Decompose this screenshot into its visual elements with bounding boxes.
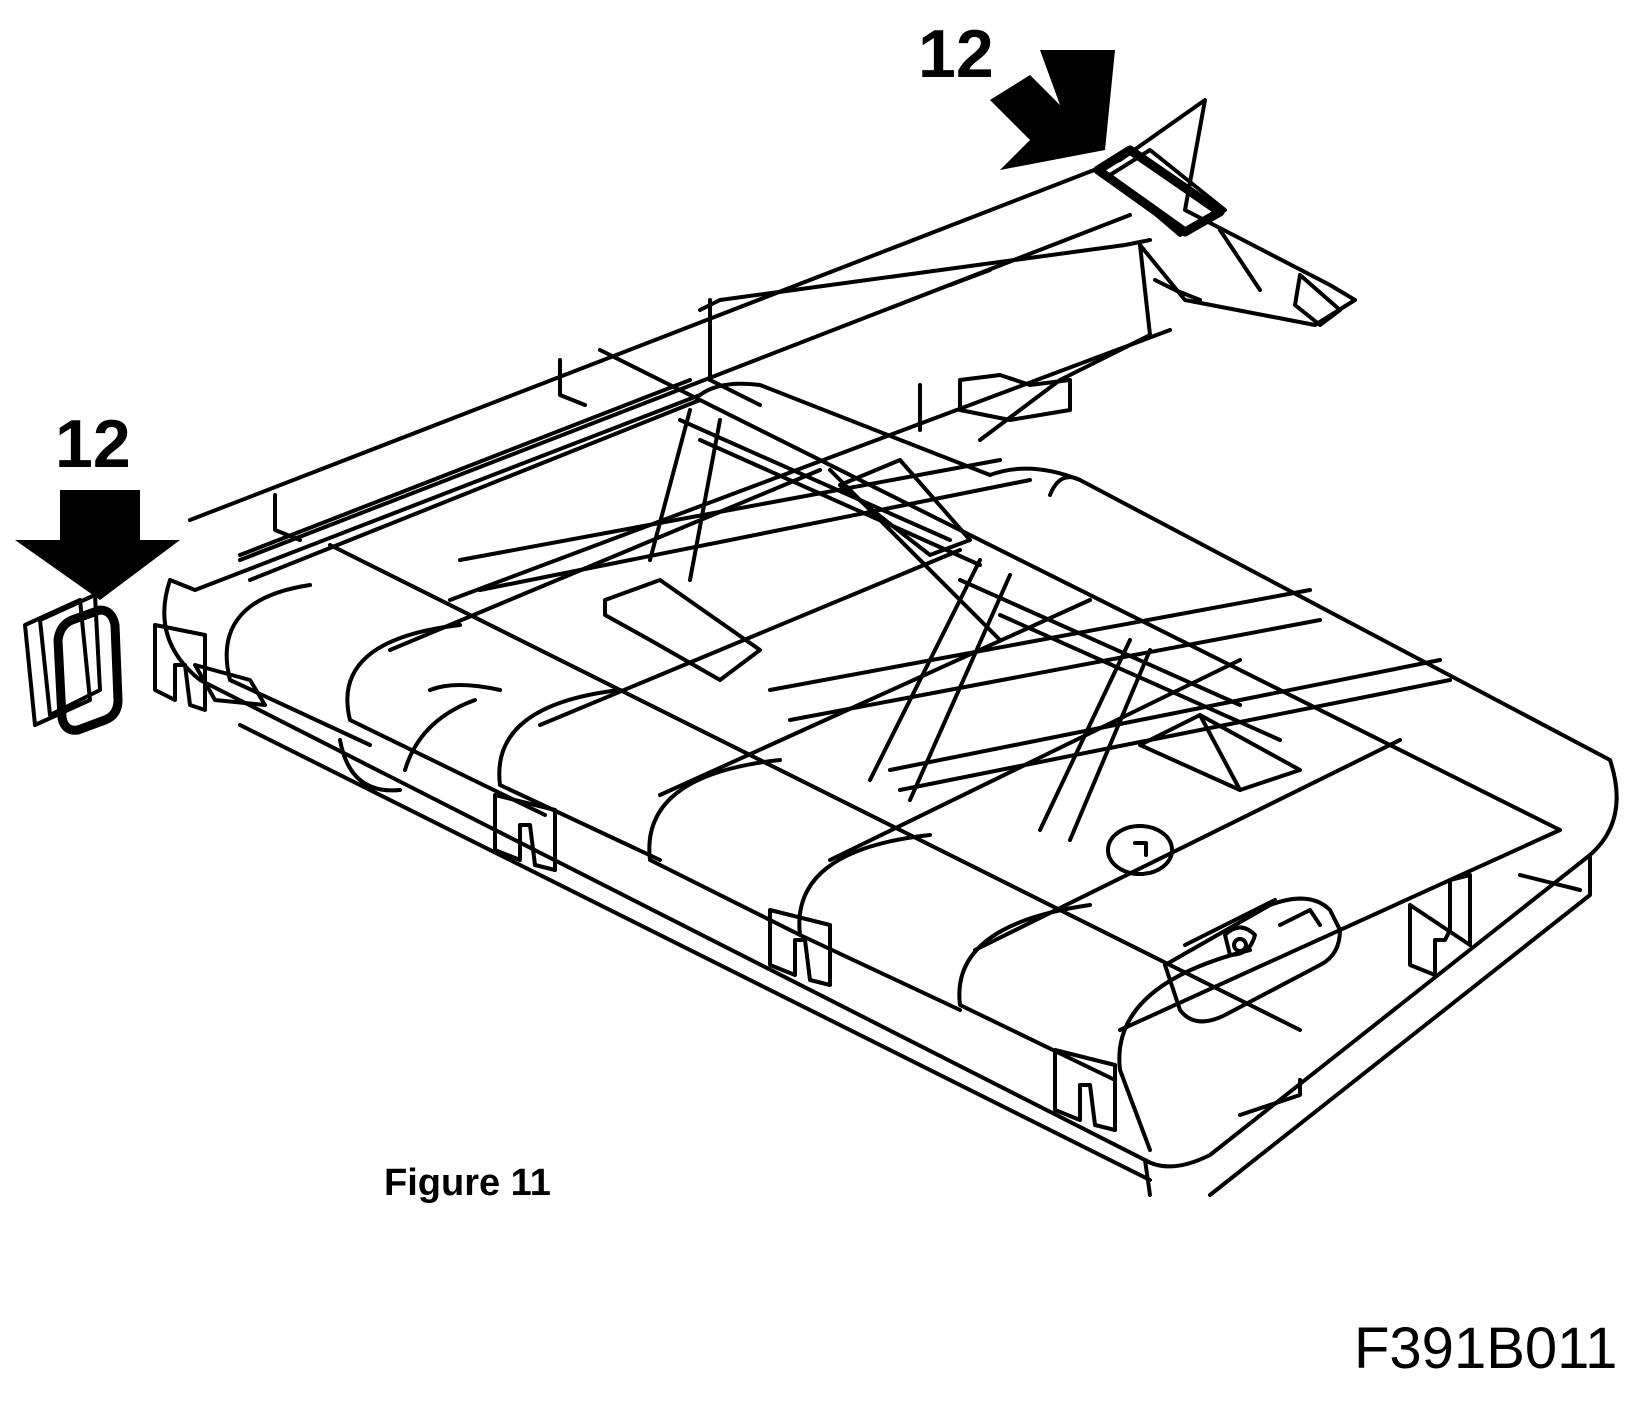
core-body-outline [162, 381, 1619, 1197]
top-frame-lattice [238, 328, 1562, 1032]
callout-label-left: 12 [55, 406, 131, 482]
top-tabs [603, 458, 1302, 792]
retaining-clips [153, 273, 1472, 1132]
pipe-fitting [1163, 896, 1342, 1024]
left-gasket-highlight [53, 605, 123, 735]
figure-id: F391B011 [1354, 1316, 1618, 1381]
left-callout-arrow-icon [15, 490, 180, 600]
figure-caption: Figure 11 [384, 1162, 551, 1204]
tube-segments [224, 583, 1252, 1152]
right-callout-arrow-icon [990, 50, 1115, 170]
round-port [1106, 824, 1174, 876]
right-gasket-highlight [1093, 145, 1225, 237]
callout-label-right: 12 [918, 16, 994, 92]
left-seal-gasket [23, 593, 102, 727]
